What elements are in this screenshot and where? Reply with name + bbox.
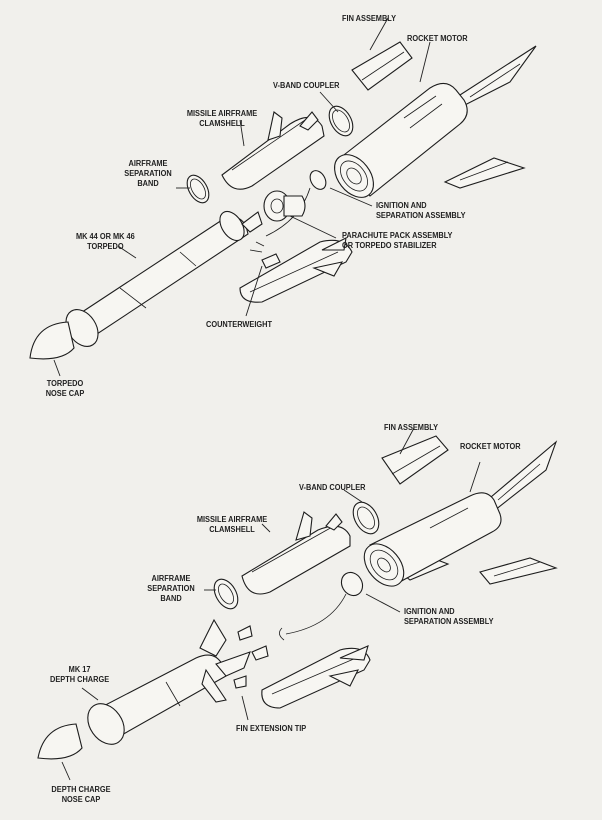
depth-charge-nose-cap-part xyxy=(37,723,83,760)
missile-airframe-clamshell-part-2 xyxy=(241,511,351,595)
airframe-separation-band-part-2 xyxy=(213,578,239,610)
airframe-separation-band-part xyxy=(186,174,210,204)
diagram-top xyxy=(29,17,537,377)
v-band-coupler-part-2 xyxy=(352,501,380,535)
label-depth-charge-nose-cap: DEPTH CHARGE NOSE CAP xyxy=(51,784,111,804)
torpedo-nose-cap-part xyxy=(29,321,75,360)
label-rocket-motor-2: ROCKET MOTOR xyxy=(460,441,521,451)
rocket-motor-part xyxy=(334,82,468,198)
diagram-bottom xyxy=(37,427,558,781)
v-band-coupler-part xyxy=(328,105,354,137)
label-parachute-pack-assembly: PARACHUTE PACK ASSEMBLY OR TORPEDO STABI… xyxy=(342,230,453,250)
fin-extension-tip-part xyxy=(233,625,269,689)
fin-assembly-part-2 xyxy=(381,435,558,585)
label-v-band-coupler-2: V-BAND COUPLER xyxy=(299,482,366,492)
label-v-band-coupler: V-BAND COUPLER xyxy=(273,80,340,90)
label-fin-assembly: FIN ASSEMBLY xyxy=(342,13,397,23)
label-missile-airframe-clamshell: MISSILE AIRFRAME CLAMSHELL xyxy=(186,108,258,128)
label-missile-airframe-clamshell-2: MISSILE AIRFRAME CLAMSHELL xyxy=(196,514,268,534)
label-fin-extension-tip: FIN EXTENSION TIP xyxy=(236,723,307,733)
depth-charge-part xyxy=(87,618,251,745)
label-ignition-and-separation-assembly-2: IGNITION AND SEPARATION ASSEMBLY xyxy=(404,606,494,626)
label-rocket-motor: ROCKET MOTOR xyxy=(407,33,468,43)
label-counterweight: COUNTERWEIGHT xyxy=(206,319,272,329)
parachute-pack-part xyxy=(263,190,306,222)
label-airframe-separation-band: AIRFRAME SEPARATION BAND xyxy=(124,158,172,188)
torpedo-part xyxy=(65,210,263,347)
label-torpedo-nose-cap: TORPEDO NOSE CAP xyxy=(45,378,85,398)
missile-airframe-clamshell-lower-part xyxy=(239,237,353,303)
missile-airframe-clamshell-lower-part-2 xyxy=(261,645,371,709)
label-ignition-and-separation-assembly: IGNITION AND SEPARATION ASSEMBLY xyxy=(376,200,466,220)
label-mk44-mk46-torpedo: MK 44 OR MK 46 TORPEDO xyxy=(76,231,135,251)
missile-airframe-clamshell-part xyxy=(221,111,325,190)
rocket-motor-part-2 xyxy=(363,492,502,587)
ignition-separation-assembly-part-2 xyxy=(279,571,364,641)
label-airframe-separation-band-2: AIRFRAME SEPARATION BAND xyxy=(147,573,195,603)
label-fin-assembly-2: FIN ASSEMBLY xyxy=(384,422,439,432)
label-mk17-depth-charge: MK 17 DEPTH CHARGE xyxy=(50,664,110,684)
counterweight-part xyxy=(249,241,281,269)
